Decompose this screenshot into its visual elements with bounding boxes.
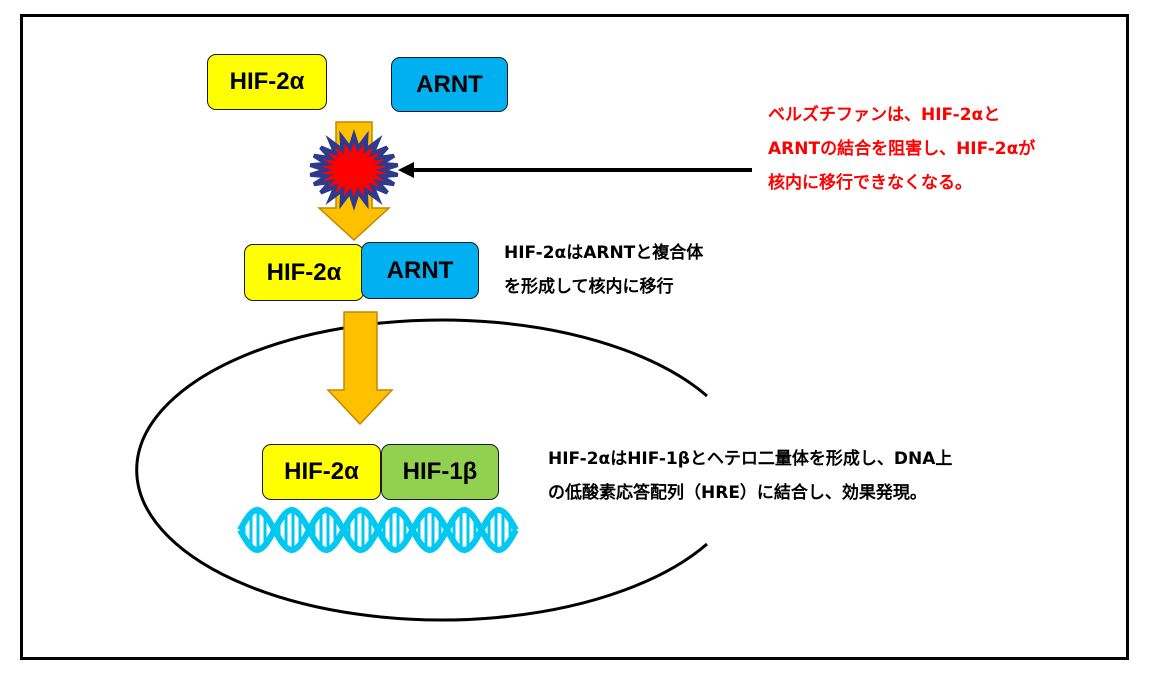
hif2a-box-free: HIF-2α [207, 54, 327, 110]
diagram-frame [20, 14, 1129, 660]
arnt-box-free: ARNT [391, 57, 508, 112]
dna-strand-b [237, 506, 519, 554]
arnt-box-complex: ARNT [361, 242, 479, 299]
nucleus-note-line: HIF-2αはHIF-1βとヘテロ二量体を形成し、DNA上 [548, 449, 953, 469]
hif2a-box-complex: HIF-2α [244, 244, 364, 301]
inhibition-note-line: ARNTの結合を阻害し、HIF-2αが [768, 139, 1036, 159]
nucleus-note-line: の低酸素応答配列（HRE）に結合し、効果発現。 [548, 483, 927, 503]
nucleus-outline [135, 318, 708, 622]
arrow-down-middle [326, 311, 394, 426]
inhibition-arrow-head-icon [398, 162, 414, 178]
complex-note-line: を形成して核内に移行 [504, 277, 674, 297]
complex-note: HIF-2αはARNTと複合体 を形成して核内に移行 [504, 236, 703, 304]
complex-note-line: HIF-2αはARNTと複合体 [504, 243, 704, 263]
inhibition-note: ベルズチファンは、HIF-2αと ARNTの結合を阻害し、HIF-2αが 核内に… [768, 98, 1035, 200]
hif1b-box-nucleus: HIF-1β [381, 444, 499, 500]
inhibition-note-line: ベルズチファンは、HIF-2αと [768, 105, 1001, 125]
dna-helix-icon [237, 506, 519, 554]
inhibition-burst-icon [309, 129, 399, 211]
hif2a-box-nucleus: HIF-2α [262, 444, 381, 500]
inhibition-note-line: 核内に移行できなくなる。 [768, 173, 972, 193]
nucleus-note: HIF-2αはHIF-1βとヘテロ二量体を形成し、DNA上 の低酸素応答配列（H… [548, 442, 952, 510]
